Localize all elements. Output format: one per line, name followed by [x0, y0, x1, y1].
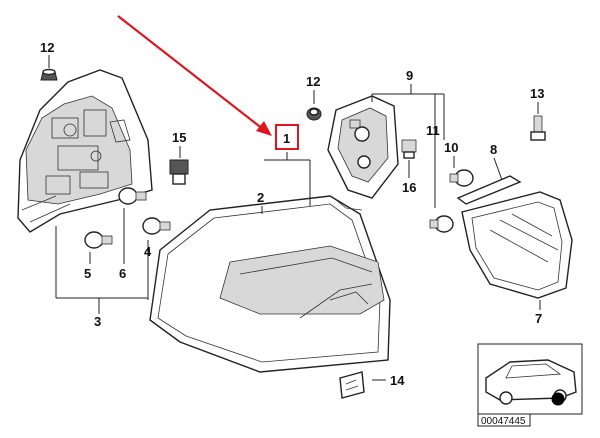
tail-lamp-outer — [149, 195, 391, 373]
leader-9 — [371, 84, 445, 208]
callout-6: 6 — [119, 266, 126, 281]
lamp-carrier-housing — [17, 69, 153, 233]
callout-13: 13 — [530, 86, 544, 101]
red-arrow — [117, 15, 272, 136]
stud-13 — [530, 115, 546, 141]
callout-3: 3 — [94, 314, 101, 329]
bulb-10 — [449, 169, 474, 187]
callout-9: 9 — [406, 68, 413, 83]
bulb-4 — [142, 217, 171, 235]
grommet-left — [40, 68, 58, 81]
bulb-11 — [429, 215, 454, 233]
gasket-8 — [456, 175, 522, 205]
callout-11: 11 — [426, 123, 440, 138]
callout-5: 5 — [84, 266, 91, 281]
car-inset — [477, 343, 583, 415]
callout-1-highlight — [275, 124, 299, 150]
callout-12-middle: 12 — [306, 74, 320, 89]
tail-lamp-inner — [461, 191, 573, 299]
reference-number: 00047445 — [481, 416, 526, 427]
bulb-6 — [118, 187, 147, 205]
leader-1 — [264, 152, 311, 206]
leader-3 — [55, 226, 148, 314]
connector-15 — [169, 159, 189, 185]
callout-4: 4 — [144, 244, 152, 259]
callout-16: 16 — [402, 180, 416, 195]
bulb-holder-9 — [327, 95, 399, 199]
callout-12-left: 12 — [40, 40, 54, 55]
callout-1: 1 — [283, 131, 290, 146]
bulb-5 — [84, 231, 113, 249]
callout-10: 10 — [444, 140, 458, 155]
callout-14: 14 — [390, 373, 405, 388]
callout-2: 2 — [257, 190, 264, 205]
callout-7: 7 — [535, 311, 542, 326]
callout-8: 8 — [490, 142, 497, 157]
sticker-14 — [339, 371, 365, 399]
connector-16 — [401, 139, 417, 159]
callout-15: 15 — [172, 130, 186, 145]
grommet-middle — [306, 107, 322, 121]
